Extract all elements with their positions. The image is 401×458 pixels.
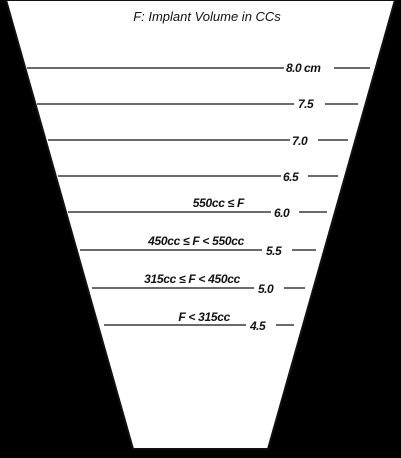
- tick-2: 7.0: [48, 134, 348, 148]
- tick-label: 5.0: [258, 282, 274, 296]
- range-label: 450cc ≤ F < 550cc: [147, 234, 245, 248]
- tick-label: 6.0: [274, 206, 290, 220]
- tick-label: 7.5: [298, 97, 314, 111]
- tick-6: 5.0: [92, 282, 305, 296]
- tick-label: 4.5: [249, 319, 266, 333]
- tick-label: 7.0: [292, 134, 308, 148]
- range-label: 315cc ≤ F < 450cc: [144, 272, 241, 286]
- tick-label: 6.5: [283, 170, 299, 184]
- tick-label: 8.0 cm: [286, 61, 321, 75]
- tick-7: 4.5: [104, 319, 294, 333]
- tick-0: 8.0 cm: [27, 61, 370, 75]
- tick-1: 7.5: [37, 97, 358, 111]
- funnel-shape: [4, 0, 397, 450]
- tick-3: 6.5: [58, 170, 338, 184]
- tick-5: 5.5: [80, 244, 316, 258]
- tick-label: 5.5: [266, 244, 282, 258]
- diagram-title: F: Implant Volume in CCs: [133, 9, 281, 24]
- tick-4: 6.0: [68, 206, 327, 220]
- range-label: 550cc ≤ F: [193, 196, 245, 210]
- range-label: F < 315cc: [178, 310, 230, 324]
